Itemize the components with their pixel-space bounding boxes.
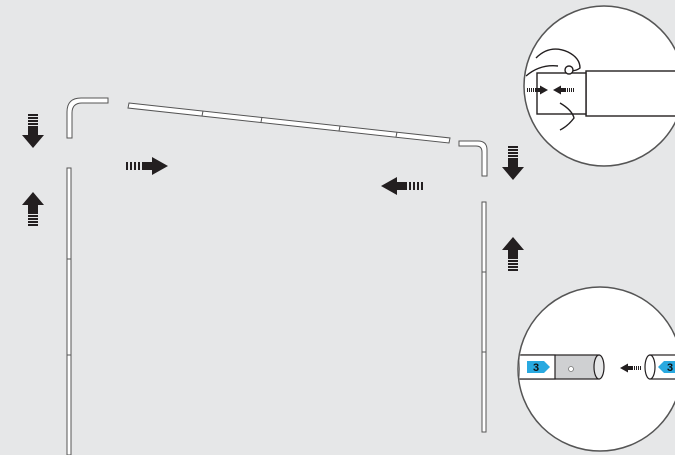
tube-number-label: 3	[533, 362, 539, 374]
tube-number-badge	[527, 361, 550, 373]
right-tube: 3	[644, 354, 675, 380]
left-upright	[66, 167, 72, 455]
frame-parts	[66, 97, 488, 455]
top-beam	[127, 102, 451, 144]
tube-number-label: 3	[667, 362, 673, 374]
hand-icon	[525, 48, 581, 131]
detail-push-button	[523, 5, 675, 167]
left-corner-elbow	[66, 97, 109, 139]
detail-tube-connection: 3 3	[517, 286, 675, 452]
right-corner-elbow	[458, 140, 488, 177]
right-upright	[481, 201, 487, 433]
left-tube: 3	[519, 354, 605, 380]
outer-tube	[585, 70, 675, 117]
inner-tube	[536, 72, 587, 115]
